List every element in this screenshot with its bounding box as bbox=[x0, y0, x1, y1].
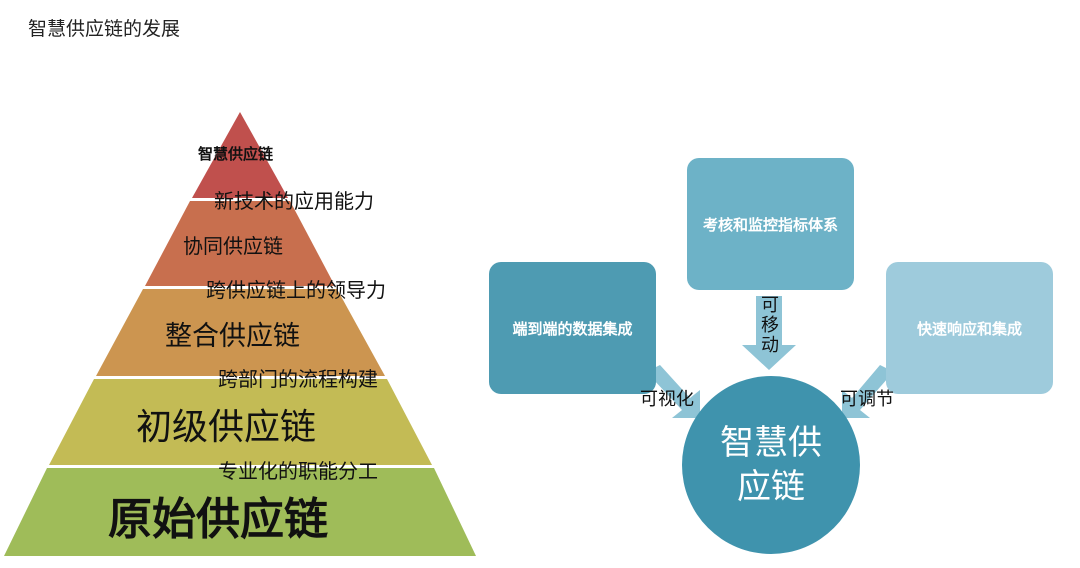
pyramid-level-5-shape bbox=[4, 468, 476, 556]
box-fast-response: 快速响应和集成 bbox=[886, 262, 1053, 394]
box-label: 快速响应和集成 bbox=[916, 319, 1022, 338]
pyramid-level-label: 协同供应链 bbox=[183, 234, 283, 258]
pyramid-transition-label: 跨供应链上的领导力 bbox=[206, 278, 386, 302]
pyramid-level-label: 原始供应链 bbox=[108, 494, 328, 545]
box-label: 端到端的数据集成 bbox=[512, 319, 633, 338]
connector-label-visualization: 可视化 bbox=[640, 389, 694, 410]
arrow-right-to-center bbox=[842, 365, 900, 418]
box-assessment-metrics: 考核和监控指标体系 bbox=[687, 158, 854, 290]
connector-label-mobile: 可移动 bbox=[761, 295, 779, 356]
center-label: 智慧供应链 bbox=[720, 422, 822, 507]
pyramid-level-label: 初级供应链 bbox=[136, 407, 317, 448]
connector-label-adjustable: 可调节 bbox=[840, 389, 894, 410]
box-end-to-end-data: 端到端的数据集成 bbox=[489, 262, 656, 394]
page-title: 智慧供应链的发展 bbox=[28, 18, 181, 40]
box-label: 考核和监控指标体系 bbox=[702, 215, 838, 234]
pyramid-level-label: 整合供应链 bbox=[165, 321, 300, 352]
pyramid-level-3-shape bbox=[96, 289, 385, 376]
pyramid-level-label: 智慧供应链 bbox=[198, 145, 274, 163]
pyramid-transition-label: 新技术的应用能力 bbox=[214, 189, 374, 213]
pyramid-level-4-shape bbox=[49, 379, 432, 465]
pyramid-transition-label: 专业化的职能分工 bbox=[218, 459, 378, 483]
center-circle: 智慧供应链 bbox=[682, 376, 860, 554]
pyramid-level-2-shape bbox=[145, 201, 335, 286]
arrow-down bbox=[742, 296, 796, 370]
pyramid-level-1-shape bbox=[192, 112, 288, 198]
pyramid-transition-label: 跨部门的流程构建 bbox=[218, 367, 378, 391]
